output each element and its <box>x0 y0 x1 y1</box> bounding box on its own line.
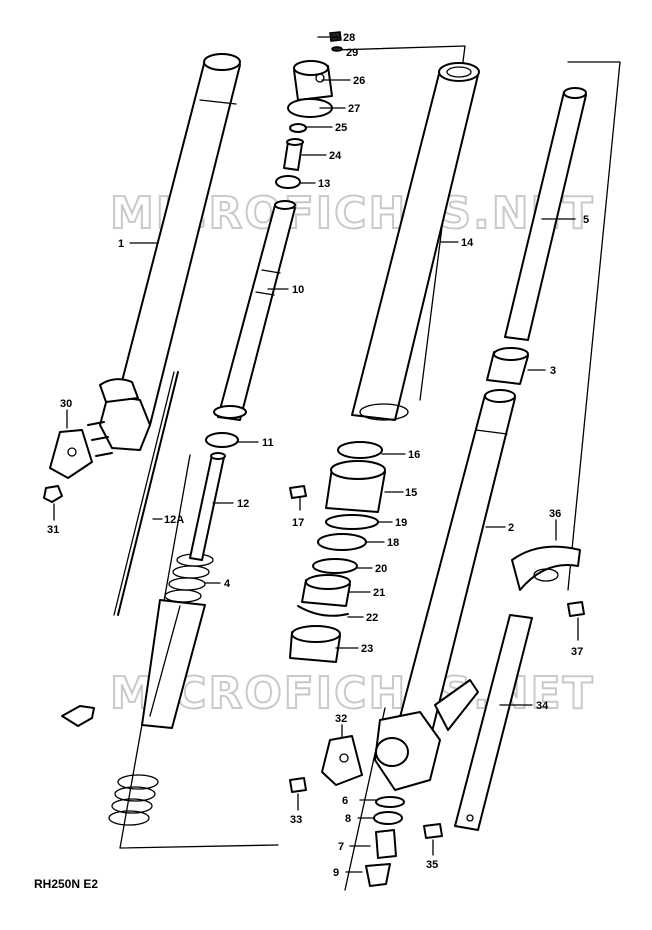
label-18[interactable]: 18 <box>387 537 399 549</box>
label-24[interactable]: 24 <box>329 150 342 162</box>
label-1[interactable]: 1 <box>118 238 124 250</box>
label-7[interactable]: 7 <box>338 841 344 853</box>
washer-29[interactable] <box>331 46 343 52</box>
label-21[interactable]: 21 <box>373 587 385 599</box>
label-29[interactable]: 29 <box>346 47 358 59</box>
slide-metal-15[interactable] <box>325 460 386 513</box>
label-17[interactable]: 17 <box>292 517 304 529</box>
bolt-17[interactable] <box>289 485 307 499</box>
washer-6[interactable] <box>375 796 405 808</box>
valve-24[interactable] <box>283 138 304 171</box>
bolt-33[interactable] <box>289 777 307 793</box>
label-11[interactable]: 11 <box>262 437 274 449</box>
spring-4[interactable] <box>141 553 214 729</box>
ring-11[interactable] <box>205 432 239 448</box>
label-14[interactable]: 14 <box>461 237 474 249</box>
label-10[interactable]: 10 <box>292 284 304 296</box>
label-26[interactable]: 26 <box>353 75 365 87</box>
label-3[interactable]: 3 <box>550 365 556 377</box>
inner-tube-14[interactable] <box>351 62 480 421</box>
washer-8[interactable] <box>373 811 403 825</box>
nut-13[interactable] <box>275 175 301 189</box>
spacer-18[interactable] <box>317 533 367 551</box>
label-31[interactable]: 31 <box>47 524 59 536</box>
label-15[interactable]: 15 <box>405 487 417 499</box>
guard-34[interactable] <box>454 614 533 831</box>
label-4[interactable]: 4 <box>224 578 231 590</box>
ring-19[interactable] <box>325 514 379 530</box>
label-30[interactable]: 30 <box>60 398 72 410</box>
leader-lines <box>53 36 579 873</box>
label-34[interactable]: 34 <box>536 700 549 712</box>
spring-lower[interactable] <box>108 774 159 826</box>
label-20[interactable]: 20 <box>375 563 387 575</box>
clamp-32[interactable] <box>321 735 363 786</box>
bolt-37[interactable] <box>567 601 585 617</box>
label-36[interactable]: 36 <box>549 508 561 520</box>
diagram-code: RH250N E2 <box>34 877 98 891</box>
label-19[interactable]: 19 <box>395 517 407 529</box>
label-8[interactable]: 8 <box>345 813 351 825</box>
bolt-35[interactable] <box>423 823 443 839</box>
damper-rod-10[interactable] <box>213 200 296 421</box>
cap-bolt-26[interactable] <box>293 60 333 101</box>
label-35[interactable]: 35 <box>426 859 438 871</box>
label-12a[interactable]: 12A <box>164 514 184 526</box>
clamp-left[interactable] <box>49 421 113 479</box>
cap-9[interactable] <box>365 863 391 887</box>
oring-25[interactable] <box>289 123 307 133</box>
clamp-36[interactable] <box>511 545 581 591</box>
label-28[interactable]: 28 <box>343 32 355 44</box>
clip-22[interactable] <box>297 605 349 617</box>
label-5[interactable]: 5 <box>583 214 589 226</box>
dust-seal-23[interactable] <box>289 625 341 663</box>
label-6[interactable]: 6 <box>342 795 348 807</box>
label-13[interactable]: 13 <box>318 178 330 190</box>
rod-12a[interactable] <box>113 371 179 616</box>
bush-3[interactable] <box>486 347 529 385</box>
nut-31[interactable] <box>43 485 63 503</box>
frame-left <box>119 45 466 849</box>
inner-tube-5[interactable] <box>504 87 587 341</box>
label-16[interactable]: 16 <box>408 449 420 461</box>
front-arrow-icon <box>61 705 95 727</box>
axle-holder[interactable] <box>374 679 479 791</box>
ring-20[interactable] <box>312 558 358 574</box>
label-2[interactable]: 2 <box>508 522 514 534</box>
label-25[interactable]: 25 <box>335 122 347 134</box>
bolt-7[interactable] <box>375 829 397 859</box>
label-32[interactable]: 32 <box>335 713 347 725</box>
label-27[interactable]: 27 <box>348 103 360 115</box>
rod-12[interactable] <box>189 452 226 561</box>
slide-21[interactable] <box>301 574 351 607</box>
part-labels: 1 2 3 4 5 6 7 8 9 10 11 12 12A 13 14 15 … <box>47 32 589 879</box>
oil-seal-16[interactable] <box>337 441 383 459</box>
outer-tube-left[interactable] <box>99 53 241 451</box>
label-33[interactable]: 33 <box>290 814 302 826</box>
label-22[interactable]: 22 <box>366 612 378 624</box>
label-37[interactable]: 37 <box>571 646 583 658</box>
label-23[interactable]: 23 <box>361 643 373 655</box>
label-9[interactable]: 9 <box>333 867 339 879</box>
label-12[interactable]: 12 <box>237 498 249 510</box>
